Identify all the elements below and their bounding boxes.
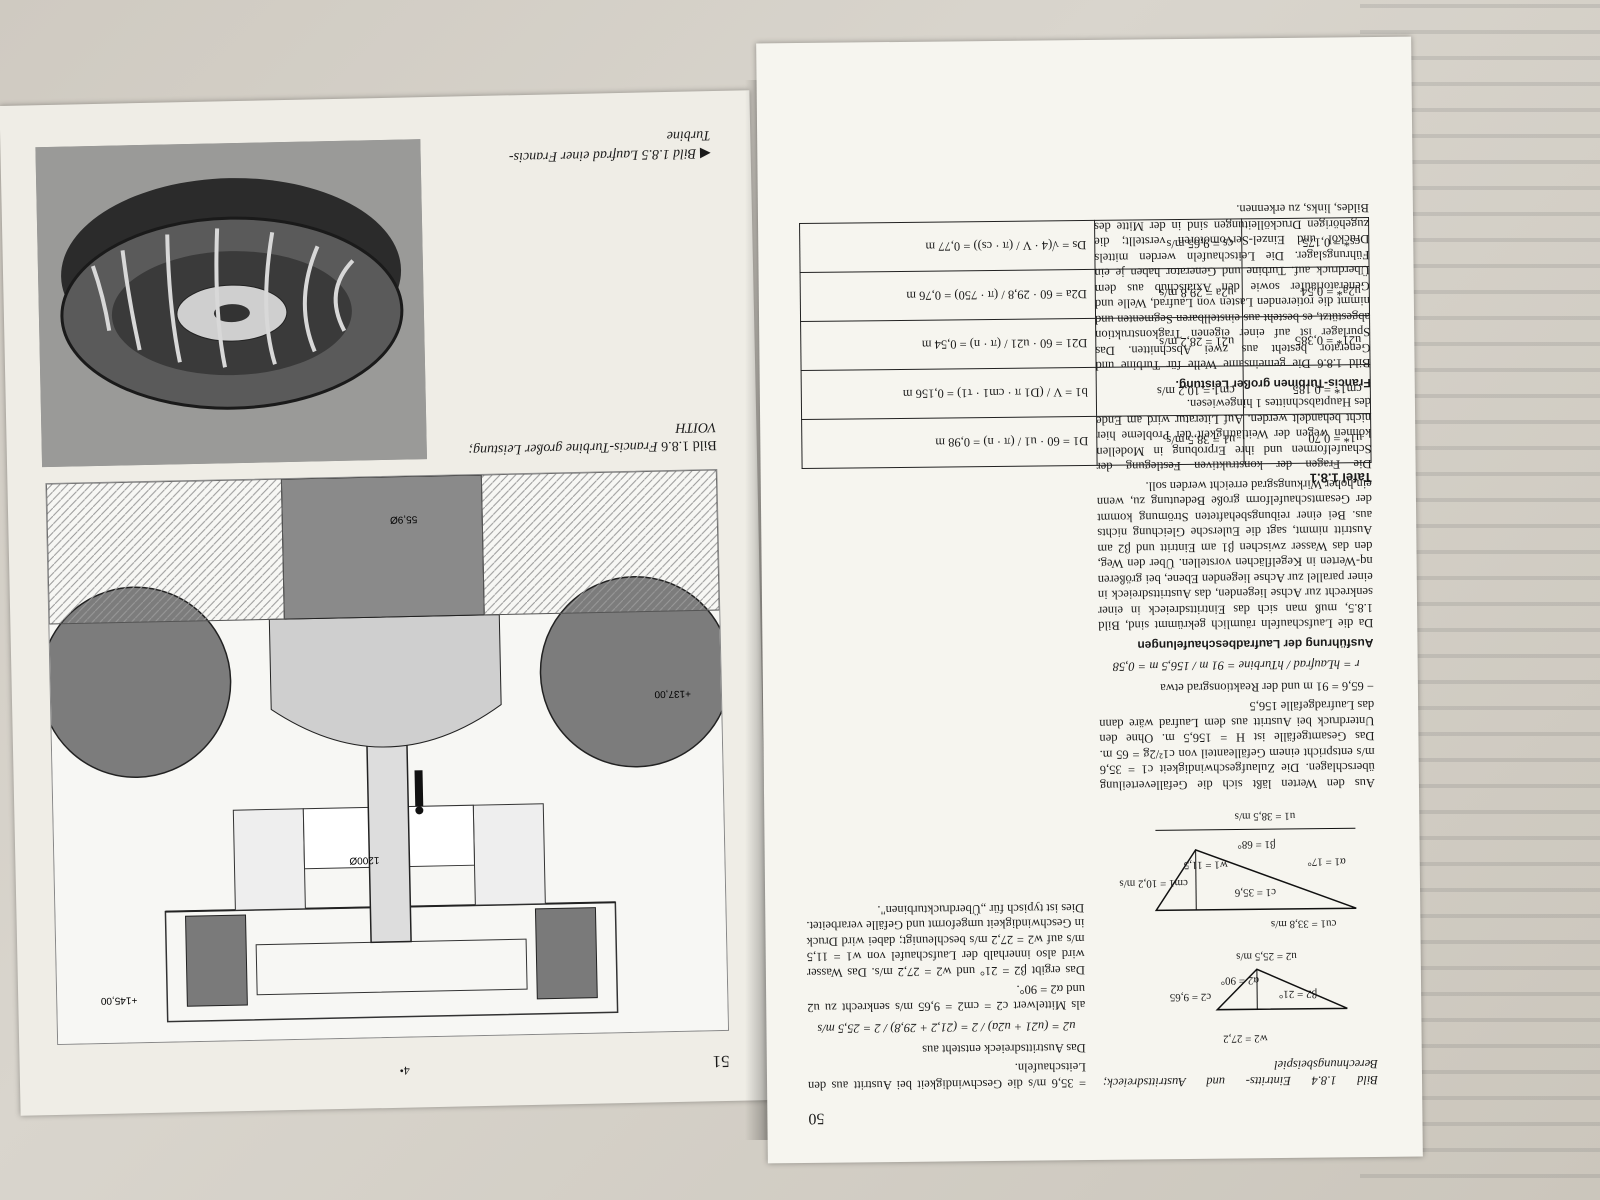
open-book: 51 4• [0, 36, 1425, 1165]
label-w2: w2 = 27,2 [1223, 1032, 1268, 1045]
figure-1-8-5-caption: ◀ Bild 1.8.5 Laufrad einer Francis-Turbi… [480, 125, 711, 166]
tafel-1-8-1-table: u1* = 0,70 u1 = 38,5 m/s D1 = 60 · u1 / … [799, 217, 1372, 469]
label-beta1: β1 = 68° [1237, 838, 1276, 851]
paragraph: Das Austrittsdreieck entsteht aus [922, 1041, 1086, 1057]
label-beta2: β2 = 21° [1278, 987, 1318, 1001]
table-row: cs* = 0,175 cs = 9,65 m/s Ds = √(4 · V /… [799, 217, 1370, 273]
figure-label: Bild 1.8.6 [660, 437, 717, 454]
label-alpha2: α2 = 90° [1220, 974, 1260, 987]
paragraph: als Mittelwert c2 = cm2 = 9,65 m/s senkr… [807, 982, 1086, 1015]
label-alpha1: α1 = 17° [1307, 855, 1346, 868]
table-cell: D2a = 60 · 29,8 / (π · 750) = 0,76 m [800, 269, 1096, 322]
table-title: Tafel 1.8.1 [1309, 470, 1372, 486]
table-row: u2a* = 0,54 u2a = 29,8 m/s D2a = 60 · 29… [800, 266, 1370, 322]
figure-label: Bild 1.8.5 [641, 145, 697, 162]
table-cell: cs = 9,65 m/s [1094, 218, 1243, 270]
turbine-drawing-svg: 1200Ø 55,9Ø +137,00 +145,00 [39, 469, 732, 1044]
label-c1: c1 = 35,6 [1234, 886, 1277, 899]
label-cm1: cm1 = 10,2 m/s [1119, 876, 1189, 890]
paragraph: Das ergibt β2 = 21° und w2 = 27,2 m/s. D… [806, 901, 1085, 980]
page-number-50: 50 [808, 1109, 825, 1127]
velocity-triangles-svg [1154, 827, 1357, 1011]
paragraph: Aus den Werten läßt sich die Gefällevert… [1099, 698, 1376, 793]
dim-label-145: +145,00 [100, 994, 137, 1006]
dim-label-137: +137,00 [654, 688, 691, 700]
figure-label: Bild 1.8.4 [1311, 1073, 1379, 1088]
text-column-left: Bild 1.8.4 Eintritts- und Austrittsdreie… [1094, 196, 1378, 1090]
arrow-left-icon: ◀ [699, 145, 711, 161]
table-row: u21* = 0,385 u21 = 28,2 m/s D21 = 60 · u… [800, 315, 1371, 371]
left-page: 51 4• [0, 90, 771, 1116]
table-cell: cs* = 0,175 [1241, 217, 1370, 268]
u2-formula: u2 = (u21 + u2a) / 2 = (21,2 + 29,8) / 2… [817, 1019, 1076, 1037]
paragraph: = 35,6 m/s die Geschwindigkeit bei Austr… [808, 1060, 1087, 1093]
runner-photo-svg [35, 139, 427, 468]
table-cell: u2a* = 0,54 [1242, 266, 1370, 317]
paragraph: − 65,6 = 91 m und der Reaktionsgrad etwa [1160, 679, 1374, 696]
table-cell: u2a = 29,8 m/s [1095, 267, 1243, 319]
label-u2: u2 = 25,5 m/s [1236, 949, 1297, 963]
runner-photograph [35, 139, 427, 468]
figure-1-8-4-caption: Bild 1.8.4 Eintritts- und Austrittsdreie… [1103, 1056, 1378, 1090]
dim-label-1200: 1200Ø [349, 854, 379, 866]
figure-1-8-6-caption: Bild 1.8.6 Francis-Turbine großer Leistu… [456, 417, 717, 458]
label-w1: w1 = 11,5 [1183, 858, 1228, 872]
table-cell: cm1 = 10,2 m/s [1096, 365, 1244, 417]
dim-label-559: 55,9Ø [390, 513, 418, 525]
label-u1: u1 = 38,5 m/s [1234, 809, 1296, 823]
right-page: 50 Bild 1.8.4 Eintritts- und Austrittsdr… [756, 36, 1423, 1164]
table-cell: D1 = 60 · u1 / (π · n) = 0,98 m [801, 416, 1098, 469]
table-row: u1* = 0,70 u1 = 38,5 m/s D1 = 60 · u1 / … [801, 413, 1372, 469]
left-page-content: 51 4• [0, 90, 770, 1115]
left-page-header: 51 4• [60, 1047, 730, 1085]
paragraph: Da die Laufschaufeln räumlich gekrümmt s… [1096, 477, 1374, 634]
table-cell: b1 = V / (D1 π · cm1 · τ1) = 0,156 m [801, 367, 1097, 420]
table-cell: u1* = 0,70 [1243, 413, 1372, 464]
table-row: cm1* = 0,185 cm1 = 10,2 m/s b1 = V / (D1… [801, 364, 1371, 420]
table-cell: u21* = 0,385 [1242, 315, 1371, 366]
table-cell: u1 = 38,5 m/s [1096, 414, 1245, 466]
label-cu1: cu1 = 33,8 m/s [1270, 917, 1337, 931]
table-cell: D21 = 60 · u21 / (π · n) = 0,54 m [800, 318, 1097, 371]
reaction-degree-formula: r = hLaufrad / hTurbine = 91 m / 156,5 m… [1112, 657, 1360, 675]
label-c2: c2 = 9,65 [1169, 990, 1212, 1004]
section-heading: Ausführung der Laufradbeschaufelungen [1137, 636, 1374, 653]
header-mark: 4• [399, 1063, 410, 1078]
table-cell: cm1* = 0,185 [1243, 364, 1371, 415]
right-page-text-area: 50 Bild 1.8.4 Eintritts- und Austrittsdr… [798, 71, 1379, 1127]
right-page-content: 50 Bild 1.8.4 Eintritts- und Austrittsdr… [756, 37, 1423, 1164]
text-column-right: = 35,6 m/s die Geschwindigkeit bei Austr… [806, 896, 1086, 1093]
table-cell: Ds = √(4 · V / (π · cs)) = 0,77 m [799, 220, 1096, 273]
turbine-cross-section-drawing: 1200Ø 55,9Ø +137,00 +145,00 [39, 469, 732, 1045]
velocity-triangles-diagram: w2 = 27,2 c2 = 9,65 β2 = 21° α2 = 90° u2… [1100, 798, 1378, 1051]
page-number-51: 51 [712, 1051, 730, 1072]
table-cell: u21 = 28,2 m/s [1095, 316, 1244, 368]
